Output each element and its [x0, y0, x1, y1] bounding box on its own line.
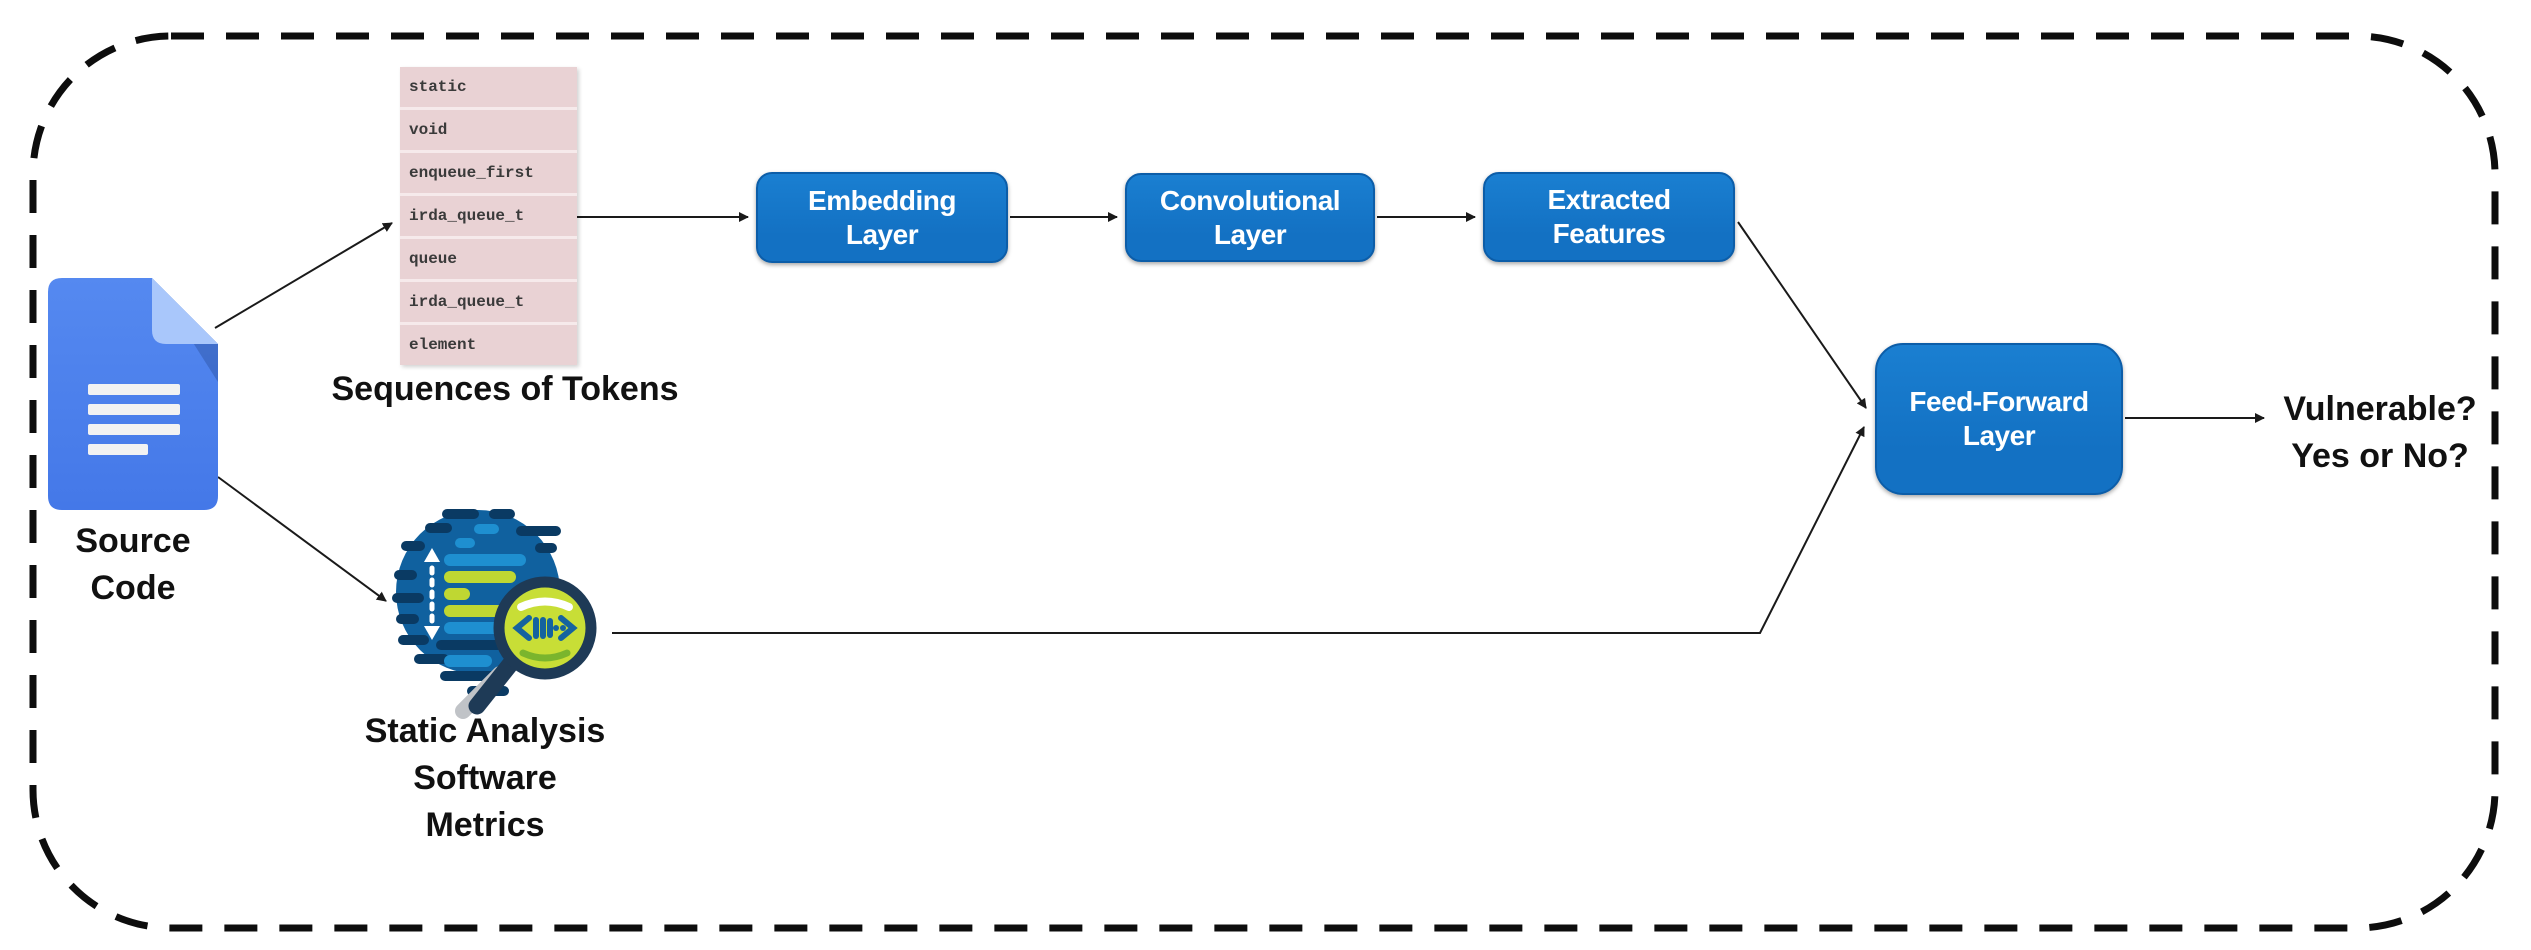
- source-code-document-icon: [40, 270, 230, 520]
- feed-forward-layer-box: Feed-Forward Layer: [1875, 343, 2123, 495]
- embedding-layer-box: Embedding Layer: [756, 172, 1008, 263]
- token-row: void: [400, 110, 577, 153]
- static-analysis-icon: [375, 495, 625, 723]
- static-analysis-label: Static Analysis Software Metrics: [364, 712, 606, 844]
- sequences-of-tokens-label: Sequences of Tokens: [331, 370, 679, 408]
- token-row: element: [409, 336, 477, 354]
- token-row: irda_queue_t: [400, 196, 577, 239]
- token-row: queue: [400, 239, 577, 282]
- source-code-label: Source Code: [75, 522, 191, 607]
- token-row: enqueue_first: [400, 153, 577, 196]
- token-row: irda_queue_t: [400, 282, 577, 325]
- output-label: Vulnerable? Yes or No?: [2283, 390, 2477, 475]
- extracted-features-box: Extracted Features: [1483, 172, 1735, 262]
- convolutional-layer-box: Convolutional Layer: [1125, 173, 1375, 262]
- dashed-border: [29, 32, 2499, 932]
- token-row: static: [400, 67, 577, 110]
- token-sequence-box: static void enqueue_first irda_queue_t q…: [400, 67, 577, 365]
